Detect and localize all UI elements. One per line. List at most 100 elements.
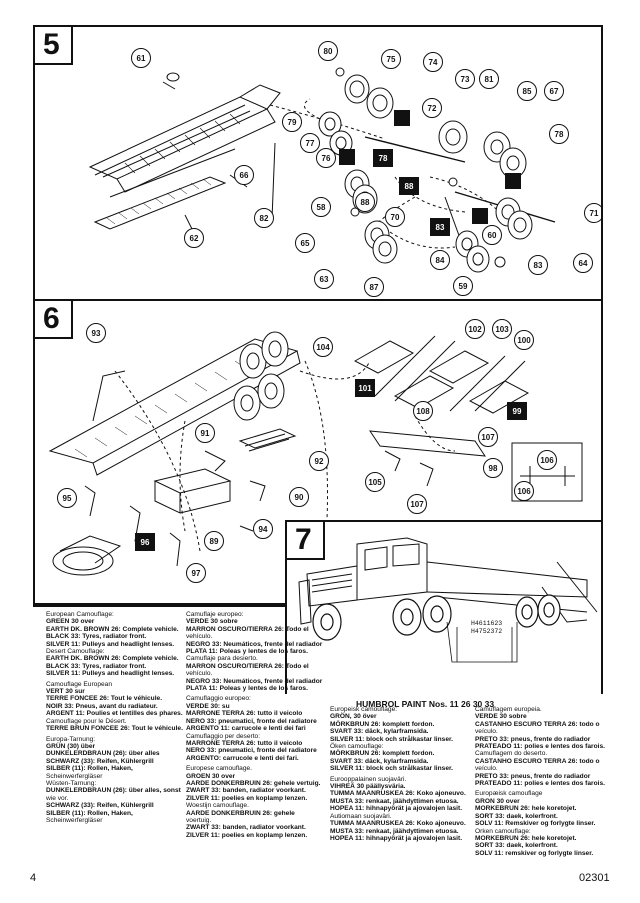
paint-line: GROEN 30 over xyxy=(186,772,236,780)
callout-80: 80 xyxy=(318,41,338,61)
step-6-drawing xyxy=(48,331,583,576)
callout-93: 93 xyxy=(86,323,106,343)
paint-line: MORKEBRUN 26: hele koretojet. xyxy=(475,834,577,842)
paint-line: MARRONE TERRA 26: tutto il veicolo xyxy=(186,739,303,747)
paint-line: European Camouflage: xyxy=(46,611,114,618)
callout-81: 81 xyxy=(479,69,499,89)
paint-line: TUMMA MAANRUSKEA 26: Koko ajoneuvo. xyxy=(330,820,466,828)
black-part-marker xyxy=(472,208,488,224)
paint-line: GRÜN (30) über xyxy=(46,742,96,750)
paint-line: SILVER 11: block och strålkastar linser. xyxy=(330,735,454,743)
paint-line: Camuflaje para desierto. xyxy=(186,655,258,663)
paint-line: Eurooppalainen suojaväri. xyxy=(330,775,407,783)
paint-line: ZWART 33: banden, radiator voorkant. xyxy=(186,787,306,795)
paint-line: SOLV 11: Remskiver og forlygte linser. xyxy=(475,820,596,828)
callout-71: 88 xyxy=(355,192,375,212)
step-7-panel: 7 H46116 xyxy=(285,520,603,694)
paint-line: CASTANHO ESCURO TERRA 26: todo o xyxy=(475,757,600,765)
step-6-number-box xyxy=(35,301,73,339)
paint-line: Camuflaje europeo: xyxy=(186,611,244,618)
kit-code: 02301 xyxy=(579,872,610,884)
callout-107: 107 xyxy=(478,427,498,447)
paint-line: MÖRKBRUN 26: komplett fordon. xyxy=(330,750,435,758)
callout-62: 84 xyxy=(430,250,450,270)
callout-74: 74 xyxy=(423,52,443,72)
paint-line: SILVER 11: Pulleys and headlight lenses. xyxy=(46,640,175,648)
callout-58: 66 xyxy=(234,165,254,185)
callout-87: 64 xyxy=(573,253,593,273)
paint-line: NOIR 33: Pneus, avant du radiateur. xyxy=(46,702,158,710)
paint-line: Autiomaan suojaväri. xyxy=(330,812,392,820)
label-96: 96 xyxy=(135,533,155,551)
callout-95: 95 xyxy=(57,488,77,508)
paint-line: SVART 33: däck, kylarframsida. xyxy=(330,728,429,736)
callout-85: 85 xyxy=(517,81,537,101)
step-6-number: 6 xyxy=(43,302,60,335)
step-7-number: 7 xyxy=(295,523,312,556)
paint-line: CASTANHO ESCURO TERRA 26: todo o xyxy=(475,720,600,728)
paint-line: EARTH DK. BROWN 26: Complete vehicle. xyxy=(46,625,179,633)
callout-75: 75 xyxy=(381,49,401,69)
black-part-marker xyxy=(505,173,521,189)
paint-line: Desert Camouflage: xyxy=(46,648,105,656)
paint-line: SORT 33: daek, kolerfront. xyxy=(475,812,558,820)
paint-line: EARTH DK. BROWN 26: Complete vehicle. xyxy=(46,655,179,663)
paint-line: Wüsten-Tarnung: xyxy=(46,779,97,787)
paint-line: veículo. xyxy=(475,765,498,773)
callout-107-inset: 106 xyxy=(537,450,557,470)
paint-line: Europese camouflage. xyxy=(186,765,252,773)
label-101: 101 xyxy=(355,379,375,397)
callout-77: 77 xyxy=(300,133,320,153)
paint-line: Camuflaggio per deserto: xyxy=(186,732,261,740)
page-number: 4 xyxy=(30,872,37,884)
paint-line: MARRON OSCURO/TIERRA 26: Todo el xyxy=(186,625,309,633)
step-5-number-box xyxy=(35,27,73,65)
paint-line: SORT 33: daek, kolerfront. xyxy=(475,842,558,850)
paint-line: Camuflagem do deserto. xyxy=(475,750,548,758)
paint-line: SVART 33: däck, kylarframsida. xyxy=(330,757,429,765)
paint-line: Camouflage European xyxy=(46,680,112,688)
step-5-drawing xyxy=(88,67,556,273)
callout-103: 103 xyxy=(492,319,512,339)
callout-63: 83 xyxy=(528,255,548,275)
label-83: 83 xyxy=(430,218,450,236)
callout-105: 105 xyxy=(365,472,385,492)
label-99: 99 xyxy=(507,402,527,420)
paint-line: ZILVER 11: poelies en koplamp lenzen. xyxy=(186,831,308,839)
paint-line: PRATEADO 11: polies e lentes dos farois. xyxy=(475,780,605,788)
callout-76: 76 xyxy=(316,148,336,168)
paint-line: Woestijn camouflage. xyxy=(186,802,249,810)
paint-line: BLACK 33: Tyres, radiator front. xyxy=(46,633,147,641)
callout-91: 91 xyxy=(195,423,215,443)
paint-line: NEGRO 33: Neumáticos, frente del radiado… xyxy=(186,640,323,648)
callout-92: 92 xyxy=(309,451,329,471)
paint-line: voertuig. xyxy=(186,816,212,824)
paint-line: vehículo. xyxy=(186,670,213,678)
paint-line: VERDE 30 sobre xyxy=(475,713,527,721)
paint-line: MARRON OSCURO/TIERRA 26: Todo el xyxy=(186,662,309,670)
callout-84: 65 xyxy=(295,233,315,253)
step-7-number-box xyxy=(287,522,325,560)
paint-line: Öken camouflage: xyxy=(330,743,384,751)
paint-line: BLACK 33: Tyres, radiator front. xyxy=(46,662,147,670)
paint-line: vehículo. xyxy=(186,633,213,641)
paint-line: DUNKELERDBRAUN (26): über alles xyxy=(46,750,160,758)
paint-line: SILBER (11): Rollen, Haken, xyxy=(46,809,133,817)
label-78: 78 xyxy=(373,149,393,167)
callout-61: 61 xyxy=(131,48,151,68)
black-part-marker xyxy=(394,110,410,126)
callout-104: 104 xyxy=(313,337,333,357)
paint-line: HOPEA 11: hihnapyörät ja ajovalojen lasi… xyxy=(330,805,463,813)
paint-line: Europæisk camouflage xyxy=(475,790,543,798)
paint-line: Europa-Tarnung: xyxy=(46,735,96,743)
paint-line: MARRONE TERRA 26: tutto il veicolo xyxy=(186,710,303,718)
callout-97: 97 xyxy=(186,563,206,583)
paint-line: ARGENT 11: Poulies et lentilles des phar… xyxy=(46,710,183,718)
callout-69: 63 xyxy=(314,269,334,289)
paint-line: SCHWARZ (33): Reifen, Kühlergrill xyxy=(46,802,154,810)
paint-line: Scheinwerfergläser xyxy=(46,816,103,824)
registration-marking-2: H4752372 xyxy=(471,628,503,635)
step-5-panel: 5 xyxy=(33,25,603,305)
callout-64: 60 xyxy=(482,225,502,245)
